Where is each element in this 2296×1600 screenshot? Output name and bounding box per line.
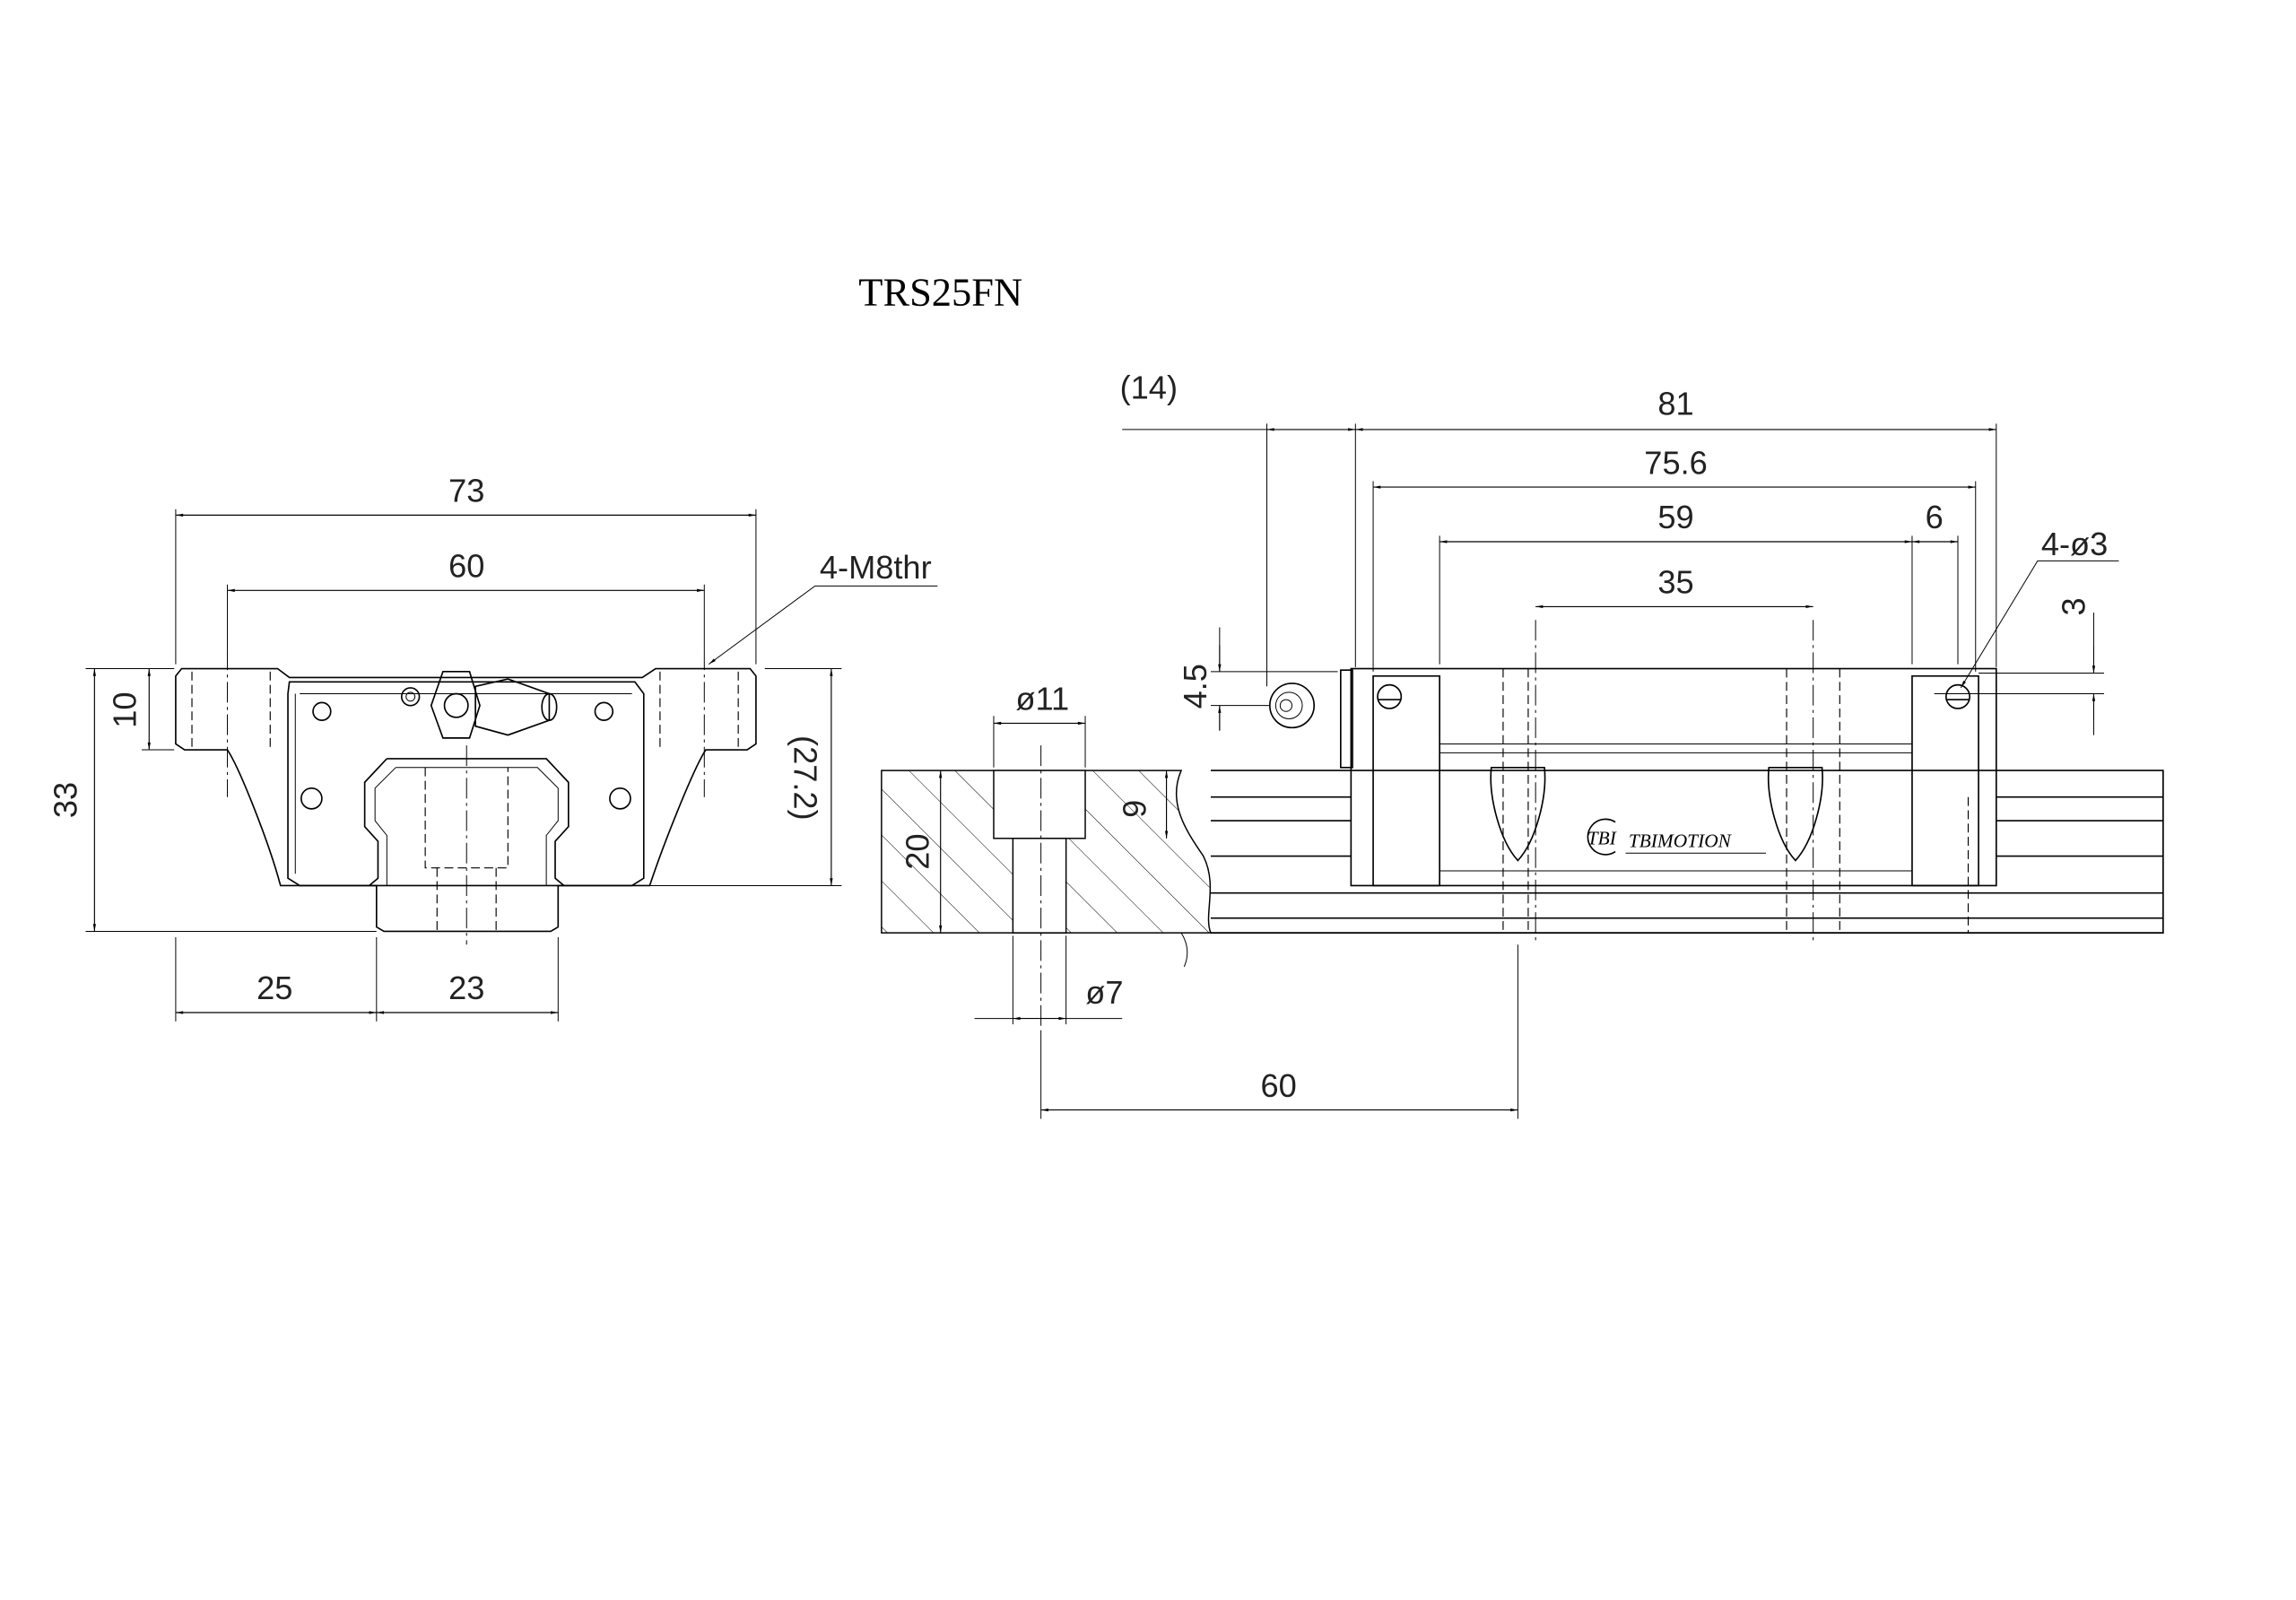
dim-side-hole-height: 3: [2056, 597, 2092, 615]
side-hole-icon: [1377, 683, 1403, 709]
block-outline: [175, 667, 757, 933]
front-view: 73 60 4-M8thr 33 10 (27.2) 25 23: [48, 473, 938, 1022]
dim-hole-pitch: 60: [448, 547, 484, 584]
dim-block-height: (27.2): [787, 735, 824, 821]
dim-hole-spacing: 35: [1657, 564, 1693, 601]
drawing-title: TRS25FN: [858, 270, 1022, 315]
retainer-right: [1767, 766, 1823, 862]
dim-counterbore-depth: 9: [1117, 800, 1153, 818]
retainer-left: [1490, 766, 1546, 862]
counterbore: [993, 770, 1086, 839]
dim-nipple-height: 4.5: [1177, 664, 1213, 709]
dim-width-overall: 73: [448, 473, 484, 509]
logo-text: TBIMOTION: [1629, 830, 1733, 852]
block-inner: [287, 681, 645, 887]
dim-steel-body-length: 59: [1657, 499, 1693, 535]
end-cap-right: [1911, 674, 1979, 887]
side-view: TBI TBIMOTION (14) 81 75.6 59 6 35 3 4-ø…: [1120, 369, 2164, 945]
mount-hole: [312, 701, 332, 721]
plug-hole: [400, 687, 421, 707]
rail-section: ø11 ø7 20 9 60: [881, 681, 1518, 1119]
dim-flange-thickness: 10: [106, 691, 143, 727]
seal: [1340, 669, 1353, 769]
tbimotion-logo: TBI TBIMOTION: [1587, 818, 1766, 856]
dim-rail-offset: 25: [257, 970, 292, 1006]
dim-cap-offset: 6: [1926, 499, 1944, 535]
dim-nipple-length: (14): [1120, 369, 1178, 405]
through-hole: [1012, 838, 1067, 934]
grease-nipple-side: [1268, 683, 1316, 729]
dim-rail-width: 23: [448, 970, 484, 1006]
end-cap-left: [1372, 674, 1440, 887]
mount-hole: [609, 787, 631, 810]
dim-height-total: 33: [48, 782, 84, 818]
grease-nipple: [430, 670, 558, 739]
dim-body-length-caps: 75.6: [1644, 444, 1707, 481]
rail: [1210, 770, 2164, 934]
rail-profile: [363, 758, 570, 887]
leader-thread: [708, 585, 938, 665]
side-hole-icon: [1945, 683, 1970, 709]
dim-rail-hole-pitch: 60: [1261, 1067, 1297, 1104]
dim-counterbore-dia: ø11: [1015, 681, 1069, 717]
mount-hole: [300, 787, 323, 810]
svg-text:TBI: TBI: [1587, 827, 1617, 848]
dim-hole-dia: ø7: [1085, 974, 1123, 1011]
dim-side-holes-label: 4-ø3: [2041, 526, 2108, 562]
leader-side-holes: [1960, 560, 2119, 689]
dim-rail-height: 20: [900, 833, 936, 869]
dim-thread-callout: 4-M8thr: [820, 549, 932, 586]
carriage-block: [1350, 667, 1997, 887]
dim-block-length: 81: [1657, 385, 1693, 422]
mount-hole: [594, 701, 614, 721]
